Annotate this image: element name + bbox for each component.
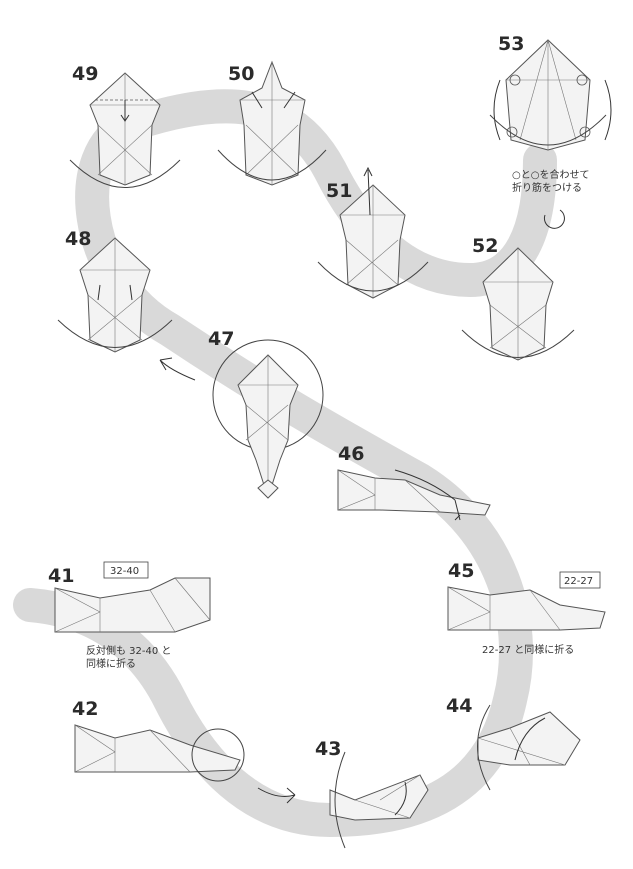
step-44-figure: [477, 704, 581, 791]
step-45-note: 22-27 と同様に折る: [482, 643, 574, 656]
step-number-47: 47: [208, 328, 234, 350]
step-49-figure: [69, 72, 181, 188]
step-47-figure: [159, 339, 324, 499]
step-number-53: 53: [498, 33, 524, 55]
step-50-figure: [217, 60, 327, 186]
step-43-figure: [329, 751, 429, 849]
step-41-figure: [54, 561, 211, 633]
step-51-figure: [317, 166, 429, 299]
step-number-44: 44: [446, 695, 472, 717]
step-45-figure: [447, 571, 606, 631]
step-41-note-line2: 同様に折る: [86, 657, 136, 670]
step-number-41: 41: [48, 565, 74, 587]
step-number-50: 50: [228, 63, 254, 85]
step-number-46: 46: [338, 443, 364, 465]
step-45-ref-box: 22-27: [564, 576, 593, 587]
step-42-figure: [74, 724, 296, 804]
step-41-ref-box: 32-40: [110, 566, 139, 577]
step-53-note-line2: 折り筋をつける: [512, 181, 582, 194]
step-number-52: 52: [472, 235, 498, 257]
step-number-42: 42: [72, 698, 98, 720]
step-53-note-line1: ○と○を合わせて: [512, 168, 589, 181]
step-46-figure: [337, 469, 491, 521]
step-48-figure: [57, 237, 173, 353]
step-number-49: 49: [72, 63, 98, 85]
step-number-43: 43: [315, 738, 341, 760]
step-number-48: 48: [65, 228, 91, 250]
step-number-51: 51: [326, 180, 352, 202]
step-53-figure: [489, 39, 612, 151]
step-number-45: 45: [448, 560, 474, 582]
step-41-note-line1: 反対側も 32-40 と: [86, 644, 171, 657]
step-52-figure: [461, 209, 575, 361]
